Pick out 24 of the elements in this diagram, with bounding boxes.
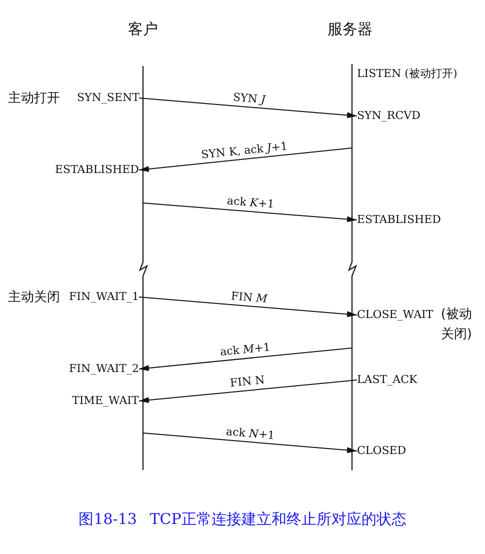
column-heading: 客户	[128, 20, 158, 39]
arrow	[138, 380, 358, 404]
edge-label: FIN M	[228, 288, 270, 306]
state-label: CLOSE_WAIT	[357, 307, 434, 323]
figure-caption: 图18-13 TCP正常连接建立和终止所对应的状态	[78, 510, 408, 529]
edge-label: FIN N	[227, 373, 267, 390]
column-heading: 服务器	[328, 20, 372, 39]
state-label: ESTABLISHED	[55, 162, 139, 178]
state-label: ESTABLISHED	[357, 212, 441, 228]
state-label: SYN_RCVD	[357, 108, 420, 124]
arrow	[138, 148, 352, 172]
arrow	[138, 348, 352, 371]
state-label: LISTEN (被动打开)	[357, 66, 458, 82]
arrow	[138, 296, 358, 318]
state-label: SYN_SENT	[77, 90, 140, 106]
state-label: CLOSED	[357, 443, 406, 459]
state-label: FIN_WAIT_1	[69, 289, 139, 305]
state-label: TIME_WAIT	[72, 393, 139, 409]
arrow	[142, 432, 358, 454]
annotation: 主动打开	[8, 90, 61, 108]
state-label: FIN_WAIT_2	[69, 361, 139, 377]
state-label: LAST_ACK	[357, 372, 418, 388]
arrow	[142, 202, 358, 222]
arrow	[138, 98, 358, 118]
